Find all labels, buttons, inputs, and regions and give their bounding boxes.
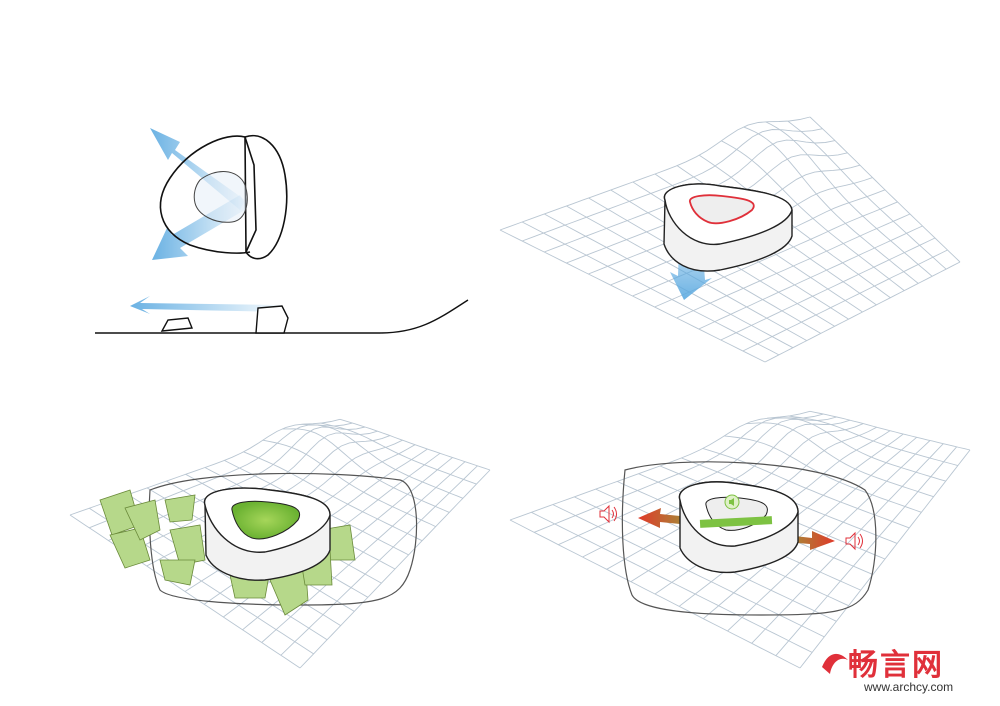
grid-line xyxy=(745,422,934,498)
wind-arrow-down-left xyxy=(152,195,248,260)
speaker-icon xyxy=(845,531,863,551)
grid-line xyxy=(301,423,464,499)
grid-line xyxy=(809,410,971,451)
wind-flow-on-terrain-diagram xyxy=(499,116,961,363)
wind-shelter-diagram xyxy=(95,128,469,334)
grid-line xyxy=(243,451,423,542)
grid-line xyxy=(499,229,766,363)
landscape-green-diagram xyxy=(69,418,491,669)
grid-line xyxy=(765,121,933,277)
site-section xyxy=(95,296,469,334)
site-boundary xyxy=(148,472,418,606)
grid-line xyxy=(787,120,947,270)
grid-line xyxy=(809,116,961,263)
grid-line xyxy=(339,418,491,471)
grid-line xyxy=(531,511,813,653)
speaker-icon xyxy=(724,494,740,510)
grid-line xyxy=(509,519,801,669)
grid-line xyxy=(721,140,905,291)
wind-arrow-up-left xyxy=(150,128,245,210)
grid-line xyxy=(69,514,301,669)
grid-line xyxy=(521,221,780,356)
grid-line xyxy=(724,435,922,513)
brand-title: 畅言网 xyxy=(848,648,944,683)
building-ring xyxy=(678,481,799,574)
speaker-icon xyxy=(599,504,617,524)
grid-line xyxy=(282,428,450,513)
brand-url[interactable]: www.archcy.com xyxy=(864,680,954,694)
acoustic-diagram xyxy=(509,410,971,669)
building-ring xyxy=(663,183,793,272)
grid-line xyxy=(767,417,946,482)
site-boundary xyxy=(621,461,877,616)
grid-line xyxy=(743,126,919,284)
grid-line xyxy=(788,415,959,467)
building-plan-outline xyxy=(159,134,288,260)
grid-line xyxy=(320,422,477,485)
grid-line xyxy=(544,213,794,349)
grid-line xyxy=(262,439,436,528)
brand-swoosh-icon xyxy=(822,653,848,674)
grid-line xyxy=(699,154,891,299)
grid-line xyxy=(702,448,910,529)
building-ring xyxy=(203,487,331,581)
brand-logo: 畅言网 www.archcy.com xyxy=(820,640,990,700)
